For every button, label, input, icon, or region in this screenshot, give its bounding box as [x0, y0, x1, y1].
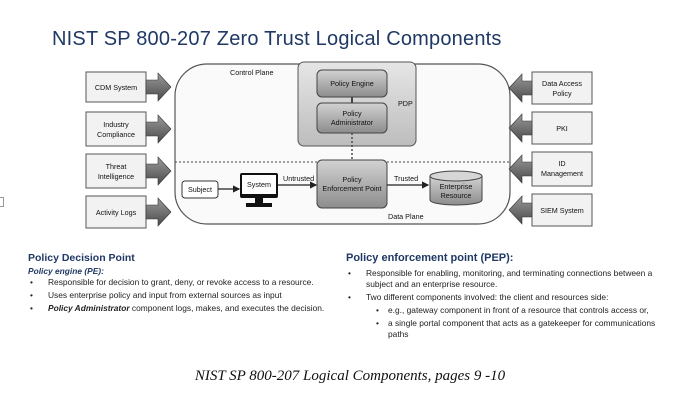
list-item: Policy Administrator component logs, mak… — [28, 303, 328, 314]
pdp-section: Policy Decision Point Policy engine (PE)… — [28, 252, 328, 316]
zero-trust-diagram: Control Plane Data Plane PDP Policy Engi… — [85, 61, 593, 229]
id-label-1: ID — [558, 159, 565, 168]
pdp-label: PDP — [398, 99, 413, 108]
list-item: Responsible for enabling, monitoring, an… — [346, 268, 676, 290]
pe-subheading: Policy engine (PE): — [28, 266, 104, 276]
pep-label-2: Enforcement Point — [322, 184, 381, 193]
input-box-id-management — [531, 151, 593, 187]
data-plane-label: Data Plane — [388, 212, 424, 221]
resource-label-1: Enterprise — [440, 182, 473, 191]
list-item: e.g., gateway component in front of a re… — [346, 305, 676, 316]
pdp-heading: Policy Decision Point — [28, 252, 135, 264]
policy-admin-label-1: Policy — [342, 109, 362, 118]
subject-label: Subject — [188, 185, 212, 194]
database-icon — [429, 170, 483, 206]
left-inputs: CDM System Industry Compliance Threat In… — [85, 71, 172, 229]
input-box-threat — [85, 153, 147, 189]
trusted-label: Trusted — [394, 174, 418, 183]
input-box-data-access — [531, 71, 593, 105]
list-item: a single portal component that acts as a… — [346, 318, 676, 340]
policy-engine-label: Policy Engine — [330, 79, 374, 88]
computer-icon — [240, 173, 278, 207]
list-item: Uses enterprise policy and input from ex… — [28, 290, 328, 301]
list-item: Responsible for decision to grant, deny,… — [28, 277, 328, 288]
input-box-compliance — [85, 111, 147, 147]
input-box-cdm — [85, 71, 147, 103]
untrusted-label: Untrusted — [283, 174, 314, 183]
system-label: System — [247, 180, 271, 189]
pep-label-1: Policy — [342, 175, 362, 184]
compliance-label-2: Compliance — [97, 130, 135, 139]
right-inputs: Data Access Policy PKI ID Management SIE… — [508, 71, 593, 227]
id-label-2: Management — [541, 169, 583, 178]
cdm-label: CDM System — [95, 83, 137, 92]
slide-edge-marker — [0, 197, 4, 207]
pdp-bullets: Responsible for decision to grant, deny,… — [28, 277, 328, 314]
control-plane-label: Control Plane — [230, 68, 274, 77]
input-box-pki — [531, 111, 593, 145]
resource-label-2: Resource — [441, 191, 472, 200]
data-access-label-1: Data Access — [542, 79, 582, 88]
list-item: Two different components involved: the c… — [346, 292, 676, 303]
siem-label: SIEM System — [540, 206, 584, 215]
input-box-activity — [85, 195, 147, 229]
policy-admin-term: Policy Administrator — [48, 303, 130, 313]
pep-section: Policy enforcement point (PEP): Responsi… — [346, 252, 676, 342]
policy-admin-label-2: Administrator — [331, 118, 374, 127]
data-access-label-2: Policy — [552, 89, 572, 98]
activity-label: Activity Logs — [96, 208, 137, 217]
pep-bullets: Responsible for enabling, monitoring, an… — [346, 268, 676, 340]
caption: NIST SP 800-207 Logical Components, page… — [194, 368, 506, 384]
policy-admin-desc: component logs, makes, and executes the … — [129, 303, 325, 313]
input-box-siem — [531, 193, 593, 227]
slide-title: NIST SP 800-207 Zero Trust Logical Compo… — [52, 28, 502, 50]
threat-label-2: Intelligence — [98, 172, 134, 181]
threat-label-1: Threat — [106, 162, 127, 171]
compliance-label-1: Industry — [103, 120, 129, 129]
pki-label: PKI — [556, 124, 568, 133]
pep-heading: Policy enforcement point (PEP): — [346, 252, 514, 264]
